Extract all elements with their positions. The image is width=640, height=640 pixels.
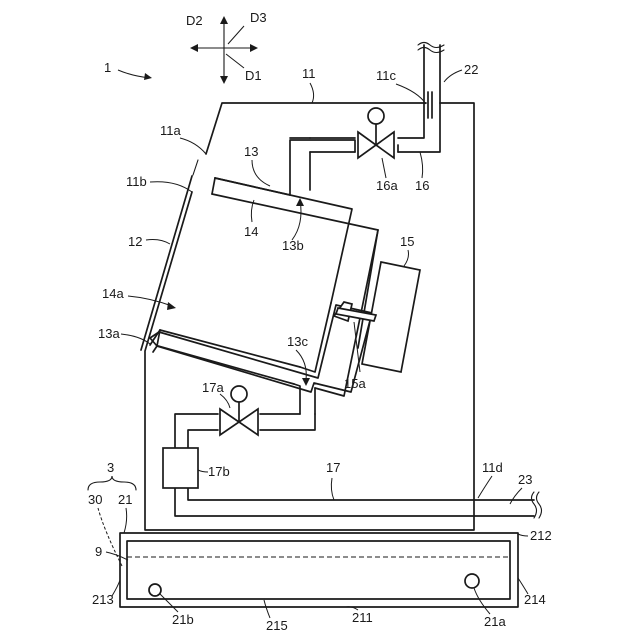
label-tank-bottom: 211: [352, 610, 373, 625]
label-housing-b: 11b: [126, 174, 147, 189]
label-tank-floor: 215: [266, 618, 288, 633]
label-drain-pipe: 17: [326, 460, 340, 475]
label-drum-a: 14a: [102, 286, 124, 301]
label-housing-d: 11d: [482, 460, 503, 475]
label-d1: D1: [245, 68, 262, 83]
label-motor: 15: [400, 234, 414, 249]
label-tank: 21: [118, 492, 132, 507]
label-housing-c: 11c: [376, 68, 396, 83]
label-tank-right-wall: 214: [524, 592, 546, 607]
tank-21: [120, 533, 518, 607]
door-12: [141, 176, 192, 350]
tub-13: [150, 140, 398, 414]
drain-valve-17a: [220, 386, 258, 435]
label-d2: D2: [186, 13, 203, 28]
label-tank-top: 212: [530, 528, 552, 543]
label-motor-a: 15a: [344, 376, 366, 391]
label-water: 9: [95, 544, 102, 559]
label-tub-a: 13a: [98, 326, 120, 341]
label-tank-inlet: 21b: [172, 612, 194, 627]
label-housing-a: 11a: [160, 123, 181, 138]
label-drum: 14: [244, 224, 258, 239]
label-d3: D3: [250, 10, 267, 25]
label-tank-water-level: 30: [88, 492, 102, 507]
label-door: 12: [128, 234, 142, 249]
label-drain-pump: 17b: [208, 464, 230, 479]
label-tank-unit: 3: [107, 460, 114, 475]
motor-15: [334, 262, 420, 372]
label-drain-valve: 17a: [202, 380, 224, 395]
supply-valve-16a: [358, 108, 394, 158]
label-supply-valve: 16a: [376, 178, 398, 193]
label-tank-outlet: 21a: [484, 614, 506, 629]
drain-pump-17b: [163, 448, 198, 488]
label-supply-pipe: 16: [415, 178, 429, 193]
label-device: 1: [104, 60, 111, 75]
label-tub-c: 13c: [287, 334, 308, 349]
pipe-break-23: [532, 492, 542, 518]
label-housing: 11: [302, 66, 316, 81]
bracket-3: [88, 476, 136, 490]
label-outlet-pipe: 23: [518, 472, 532, 487]
label-inlet-pipe: 22: [464, 62, 478, 77]
label-tank-left-wall: 213: [92, 592, 114, 607]
label-tub-b: 13b: [282, 238, 304, 253]
label-tub: 13: [244, 144, 258, 159]
